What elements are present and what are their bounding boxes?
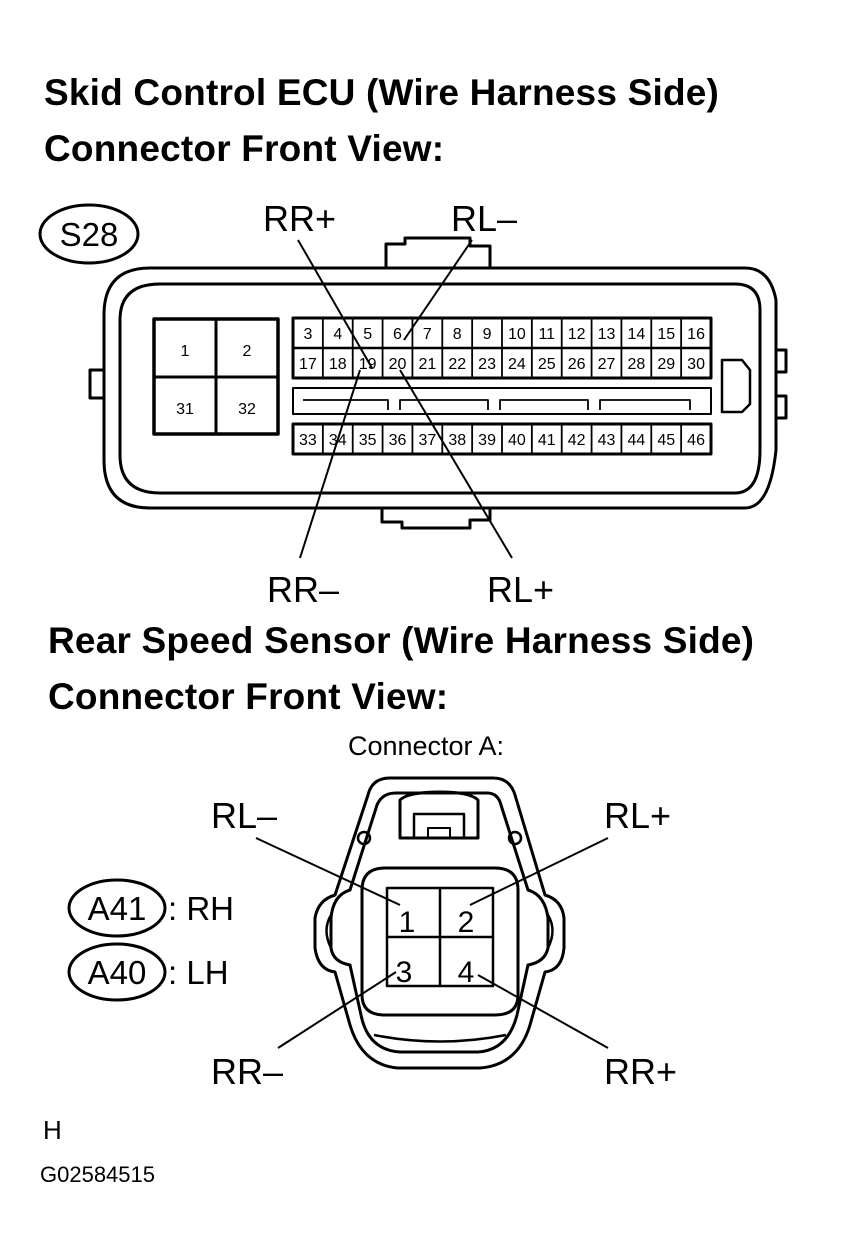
sensor-connector-housing (313, 776, 566, 1070)
ecu-pin-label: 14 (627, 326, 645, 343)
ecu-pin-label: 33 (299, 432, 317, 449)
ecu-pin-label: 41 (538, 432, 556, 449)
ecu-pin-label: 25 (538, 356, 556, 373)
ecu-subtitle: Connector Front View: (44, 128, 445, 169)
sensor-callout-rl-minus: RL– (211, 795, 277, 836)
ecu-pin-label: 10 (508, 326, 526, 343)
ecu-connector-housing (88, 236, 788, 530)
sensor-pin-label: 2 (458, 906, 475, 939)
ecu-pin-label: 22 (448, 356, 466, 373)
ecu-pin-label: 27 (598, 356, 616, 373)
leader-line (277, 971, 397, 1049)
ecu-pin-label: 43 (598, 432, 616, 449)
leader-line (399, 369, 513, 559)
leader-line (469, 837, 609, 906)
ecu-pin-label: 17 (299, 356, 317, 373)
connector-code-a40: A40 (88, 954, 147, 991)
ecu-pin-label: 1 (181, 343, 190, 360)
ecu-pin-label: 46 (687, 432, 705, 449)
ecu-pin-label: 7 (423, 326, 432, 343)
connector-code-a41: A41 (88, 890, 147, 927)
callout-rl-plus: RL+ (487, 569, 554, 610)
ecu-pin-label: 37 (418, 432, 436, 449)
ecu-pin-label: 11 (538, 326, 555, 343)
ecu-pin-label: 26 (568, 356, 586, 373)
footer-letter: H (43, 1115, 62, 1145)
leader-line (403, 239, 473, 341)
sensor-pin-label: 4 (458, 956, 475, 989)
ecu-pin-label: 40 (508, 432, 526, 449)
connector-code-oval (67, 942, 167, 1002)
ecu-pin-label: 4 (333, 326, 342, 343)
ecu-pin-label: 6 (393, 326, 402, 343)
side-rh-label: : RH (168, 890, 234, 927)
ecu-pin-label: 23 (478, 356, 496, 373)
ecu-pin-label: 21 (418, 356, 436, 373)
callout-rl-minus: RL– (451, 198, 517, 239)
ecu-pin-label: 42 (568, 432, 586, 449)
connector-code-s28: S28 (60, 216, 119, 253)
side-lh-label: : LH (168, 954, 229, 991)
ecu-pin-label: 44 (627, 432, 645, 449)
ecu-pin-label: 35 (359, 432, 377, 449)
ecu-pin-label: 34 (329, 432, 347, 449)
leader-line (297, 239, 373, 369)
leader-line (299, 369, 361, 559)
ecu-title: Skid Control ECU (Wire Harness Side) (44, 72, 720, 113)
ecu-pin-label: 38 (448, 432, 466, 449)
leader-line (255, 837, 401, 906)
ecu-pin-label: 16 (687, 326, 705, 343)
sensor-callout-rr-minus: RR– (211, 1051, 283, 1092)
ecu-pin-label: 2 (243, 343, 252, 360)
ecu-pin-label: 12 (568, 326, 586, 343)
ecu-pin-label: 36 (389, 432, 407, 449)
ecu-pin-label: 32 (238, 401, 256, 418)
ecu-pin-label: 8 (453, 326, 462, 343)
connector-code-oval (67, 878, 167, 938)
ecu-pin-label: 3 (303, 326, 312, 343)
ecu-pin-label: 30 (687, 356, 705, 373)
ecu-pin-label: 15 (657, 326, 675, 343)
sensor-subtitle: Connector Front View: (48, 676, 449, 717)
leader-line (477, 974, 609, 1049)
sensor-callout-rl-plus: RL+ (604, 795, 671, 836)
ecu-pin-label: 45 (657, 432, 675, 449)
ecu-pin-label: 29 (657, 356, 675, 373)
callout-rr-minus: RR– (267, 569, 339, 610)
ecu-pin-label: 9 (483, 326, 492, 343)
figure-id: G02584515 (40, 1162, 155, 1187)
ecu-pin-label: 18 (329, 356, 347, 373)
ecu-pin-label: 19 (359, 356, 377, 373)
ecu-pin-label: 24 (508, 356, 526, 373)
connector-code-oval (38, 203, 140, 265)
ecu-pin-label: 28 (627, 356, 645, 373)
ecu-pin-label: 5 (363, 326, 372, 343)
sensor-callout-rr-plus: RR+ (604, 1051, 677, 1092)
ecu-pin-label: 31 (176, 401, 194, 418)
ecu-pin-label: 39 (478, 432, 496, 449)
sensor-pin-label: 3 (396, 956, 413, 989)
sensor-title: Rear Speed Sensor (Wire Harness Side) (48, 620, 755, 661)
connector-a-label: Connector A: (348, 731, 504, 761)
ecu-pin-label: 13 (598, 326, 616, 343)
callout-rr-plus: RR+ (263, 198, 336, 239)
sensor-pin-label: 1 (399, 906, 416, 939)
ecu-pin-label: 20 (389, 356, 407, 373)
